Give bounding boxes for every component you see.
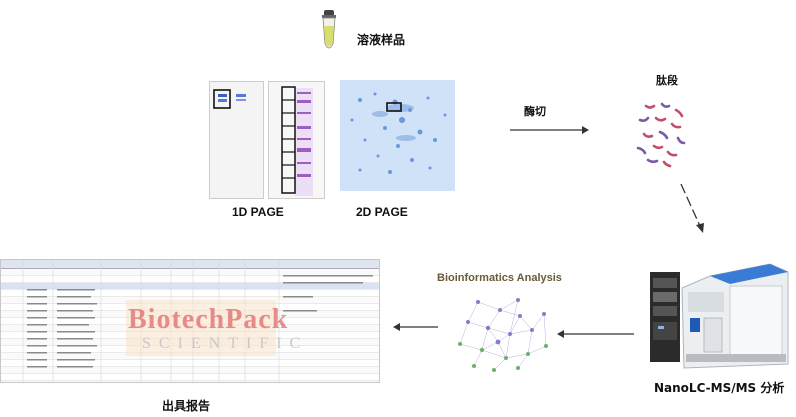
mass-spectrometer-icon (650, 263, 789, 369)
watermark-background (126, 300, 276, 356)
gel-icon (213, 89, 246, 109)
network-icon (458, 298, 548, 372)
gel-2d-icon (340, 80, 455, 191)
arrow-right-icon (510, 126, 589, 134)
gel-1d-right (268, 81, 325, 199)
page-2d-label: 2D PAGE (356, 205, 408, 219)
watermark-subtitle: SCIENTIFIC (142, 335, 309, 352)
arrow-down-icon (680, 183, 704, 233)
sheet-header (1, 260, 379, 269)
bioinf-label: Bioinformatics Analysis (437, 272, 562, 284)
peptides-label: 肽段 (656, 74, 678, 87)
arrow-left-icon-2 (393, 323, 438, 331)
page-1d-label: 1D PAGE (232, 205, 284, 219)
watermark-logo: BiotechPack (128, 304, 289, 335)
sample-label: 溶液样品 (357, 33, 406, 47)
peptide-icon (636, 102, 686, 168)
sheet-grid (22, 260, 373, 382)
arrow-left-icon (557, 330, 634, 338)
gel-1d-left (209, 81, 264, 199)
tube-icon (322, 10, 336, 49)
digest-label: 酶切 (524, 105, 546, 118)
instrument-label: NanoLC-MS/MS 分析 (654, 381, 785, 395)
report-label: 出具报告 (162, 399, 211, 413)
gel-lanes-icon (281, 86, 313, 196)
gel-2d (340, 80, 455, 191)
